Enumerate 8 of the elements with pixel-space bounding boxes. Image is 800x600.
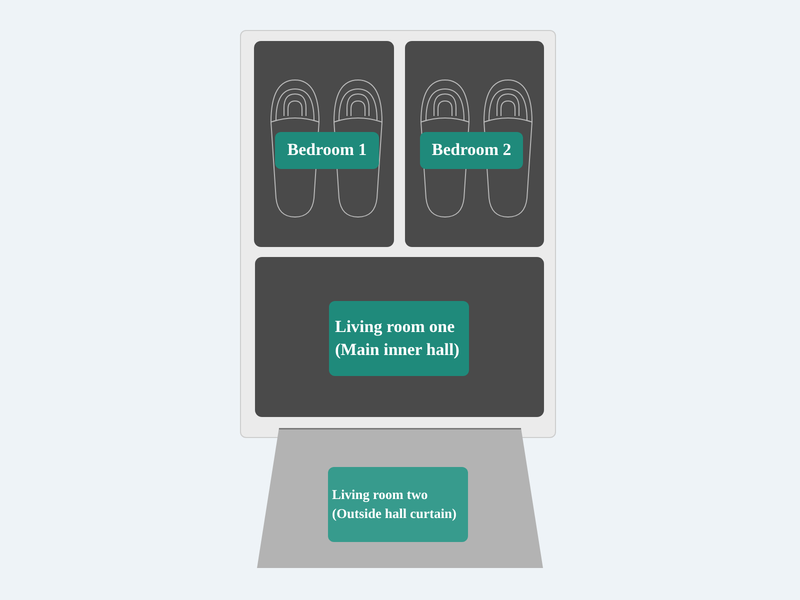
room-label: Living room one (Main inner hall) bbox=[329, 301, 469, 376]
room-panel bbox=[254, 41, 394, 247]
room-panel bbox=[255, 257, 544, 417]
room-label: Bedroom 1 bbox=[275, 132, 379, 169]
room-label: Living room two (Outside hall curtain) bbox=[328, 467, 468, 542]
room-panel bbox=[405, 41, 544, 247]
tent-body bbox=[240, 30, 556, 438]
room-label: Bedroom 2 bbox=[420, 132, 523, 169]
